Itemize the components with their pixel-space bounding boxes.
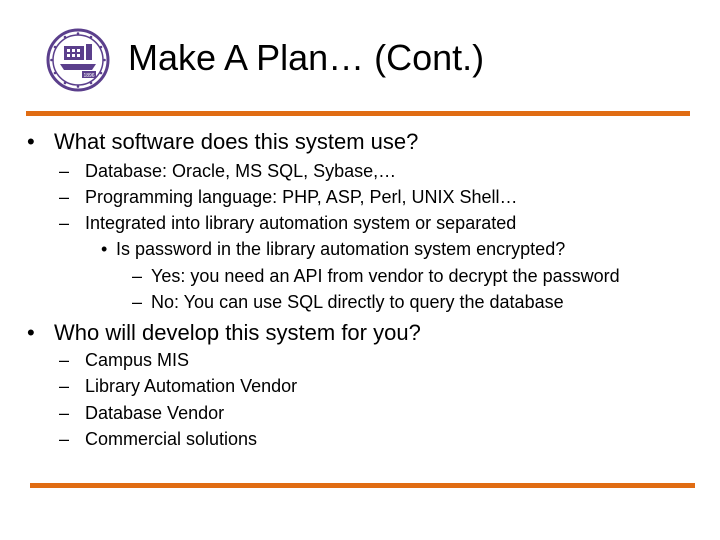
list-item: Programming language: PHP, ASP, Perl, UN…	[85, 187, 518, 207]
footer-divider	[30, 483, 695, 488]
dash-marker: –	[59, 403, 70, 423]
list-item: Is password in the library automation sy…	[116, 239, 566, 259]
slide-title: Make A Plan… (Cont.)	[128, 37, 485, 78]
list-item: Campus MIS	[85, 350, 190, 370]
dash-marker: –	[132, 292, 143, 312]
dash-marker: –	[59, 350, 70, 370]
seal-year-text: 1896	[83, 73, 94, 79]
bullet-marker: •	[101, 239, 108, 259]
list-item: Integrated into library automation syste…	[85, 213, 517, 233]
dash-marker: –	[59, 376, 70, 396]
section-heading: Who will develop this system for you?	[54, 320, 421, 345]
list-item: Commercial solutions	[85, 429, 258, 449]
list-item: Yes: you need an API from vendor to decr…	[151, 266, 620, 286]
list-item: No: You can use SQL directly to query th…	[151, 292, 564, 312]
dash-marker: –	[59, 213, 70, 233]
bullet-marker: •	[27, 320, 35, 345]
dash-marker: –	[59, 161, 70, 181]
dash-marker: –	[59, 429, 70, 449]
university-seal-icon: 1896	[46, 28, 110, 92]
title-divider	[26, 111, 690, 116]
dash-marker: –	[59, 187, 70, 207]
list-item: Database: Oracle, MS SQL, Sybase,…	[85, 161, 397, 181]
list-item: Library Automation Vendor	[85, 376, 298, 396]
bullet-marker: •	[27, 129, 35, 154]
dash-marker: –	[132, 266, 143, 286]
list-item: Database Vendor	[85, 403, 225, 423]
section-heading: What software does this system use?	[54, 129, 419, 154]
